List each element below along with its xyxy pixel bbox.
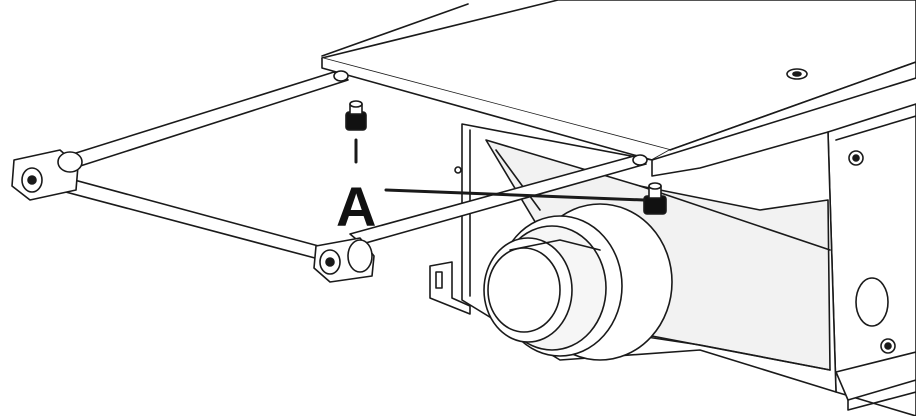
side-bolt-bottom <box>880 338 896 354</box>
callout-label: A <box>336 175 376 238</box>
adjustment-knob-right <box>643 182 667 215</box>
back-rod-end <box>333 70 349 82</box>
bottom-rail-edge <box>847 391 916 411</box>
right-cap-screw <box>325 257 335 267</box>
left-cap-screw <box>27 175 37 185</box>
back-rod <box>59 71 349 169</box>
top-screw-hole-inner <box>792 71 802 77</box>
flare-line-1 <box>639 185 831 251</box>
lens-highlight <box>509 239 601 251</box>
housing-top-edge-right <box>651 61 916 161</box>
lens-glass <box>487 247 561 333</box>
knob-right-top <box>648 182 662 190</box>
side-bolt-top-center <box>852 154 860 162</box>
front-rod-end <box>632 154 648 166</box>
side-port-hole <box>855 277 889 327</box>
side-bolt-top <box>848 150 864 166</box>
background-edge-line <box>321 3 469 57</box>
bottom-rail <box>835 351 916 401</box>
right-cap-joint <box>347 239 373 273</box>
adjustment-knob-left <box>345 100 367 164</box>
side-panel-edge <box>835 115 916 141</box>
housing-top-face <box>321 0 916 151</box>
front-rivet <box>454 166 462 174</box>
left-bracket <box>429 261 471 315</box>
lens-assembly <box>483 203 673 361</box>
side-bolt-bottom-center <box>884 342 892 350</box>
left-bracket-slot <box>435 271 443 289</box>
flare-line-2 <box>619 329 831 371</box>
callout-leader-horizontal <box>384 188 646 202</box>
left-cap-joint <box>57 151 83 173</box>
rod-frame <box>11 70 648 283</box>
knob-left-top <box>349 100 363 108</box>
flare-line-3 <box>495 149 541 211</box>
